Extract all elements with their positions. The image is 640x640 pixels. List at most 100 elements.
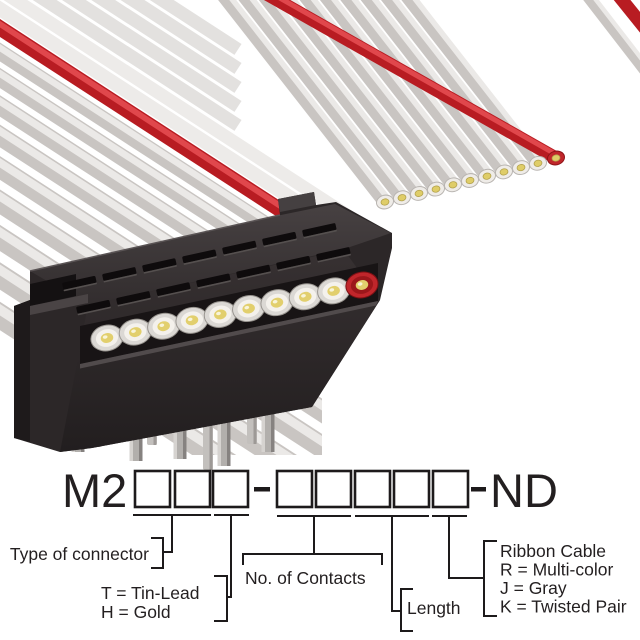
right-ribbon-wire	[319, 0, 476, 185]
wire-cut-end	[528, 155, 548, 171]
label-length: Length	[407, 598, 461, 618]
contact-core	[185, 315, 199, 326]
front-pin-shade	[227, 398, 231, 466]
contact-core-highlight	[159, 323, 165, 328]
separator-dash-2	[471, 487, 486, 492]
vent-slot-hole	[236, 264, 271, 279]
leader-length	[355, 515, 429, 612]
vent-slot	[76, 299, 111, 316]
contact-row	[90, 271, 379, 352]
cut-end-core	[516, 164, 526, 172]
right-ribbon-wire	[218, 0, 391, 207]
contact	[118, 318, 152, 346]
corner-red-stripe	[613, 0, 640, 33]
contact-core-highlight	[357, 282, 363, 286]
contact-core-highlight	[244, 305, 250, 310]
cut-end-core	[551, 154, 561, 162]
right-ribbon-wire	[360, 0, 510, 177]
cut-end-core	[414, 189, 424, 197]
part-number-prefix: M2	[62, 464, 127, 517]
contact	[203, 300, 237, 328]
label-cable-multicolor: R = Multi-color	[500, 560, 613, 580]
bracket-length	[400, 588, 413, 632]
left-ribbon-wire-faint	[0, 0, 242, 131]
contact-core	[299, 291, 312, 302]
cut-end-core	[499, 168, 509, 176]
contact-core-highlight	[272, 299, 278, 304]
label-plating-gold: H = Gold	[101, 602, 171, 622]
contact-core-highlight	[131, 329, 136, 333]
connector-left-face	[14, 300, 30, 442]
vent-slot-edge	[157, 289, 191, 298]
part-number-diagram: M2 ND Type of connector T = Tin-Lead H =…	[10, 464, 627, 632]
right-ribbon-wire	[381, 0, 527, 172]
label-cable-gray: J = Gray	[500, 578, 567, 598]
connector-key-tab	[278, 192, 316, 212]
leader-plating	[214, 514, 249, 598]
vent-slot-hole	[302, 223, 337, 237]
vent-slot-hole	[262, 231, 297, 246]
front-pin-highlight	[217, 398, 221, 466]
contact	[260, 289, 294, 317]
digit-box-1	[133, 469, 172, 509]
vent-slot	[316, 247, 351, 263]
vent-slot	[302, 223, 337, 239]
contact	[288, 283, 322, 311]
contact-core-highlight	[329, 288, 335, 292]
contact	[90, 324, 124, 352]
contact-core-highlight	[301, 294, 306, 298]
corner-wire	[583, 0, 640, 74]
vent-slot-hole	[316, 247, 351, 261]
left-ribbon-wire-faint	[0, 0, 242, 74]
vent-slot-edge	[63, 282, 97, 292]
left-ribbon-wire-faint	[0, 0, 242, 112]
vent-slot	[62, 275, 97, 292]
wire-cut-end	[477, 168, 497, 184]
right-ribbon-red-highlight	[278, 0, 558, 157]
vent-slot-edge	[317, 253, 351, 263]
label-type-of-connector: Type of connector	[10, 544, 149, 564]
leader-ribbon-cable	[432, 515, 484, 579]
right-ribbon-wire	[258, 0, 425, 198]
contact-core-highlight	[216, 311, 221, 316]
vent-slot-edge	[183, 256, 217, 265]
right-ribbon-red-stripe	[263, 0, 560, 164]
left-ribbon-wire-faint	[0, 0, 242, 93]
vent-slot-edge	[197, 280, 231, 289]
contact-core	[129, 327, 142, 338]
leader-type-of-connector	[133, 514, 211, 553]
wire-cut-end	[460, 173, 480, 188]
cut-end-core	[431, 185, 441, 193]
bracket-ribbon-cable	[483, 540, 497, 617]
vent-slot-hole	[222, 240, 257, 255]
separator-dash-1	[254, 487, 270, 492]
digit-box-4	[275, 469, 314, 509]
cut-end-core	[482, 172, 492, 180]
vent-slot-edge	[103, 273, 137, 283]
vent-slot	[156, 282, 191, 298]
right-ribbon-wire-highlight	[290, 0, 442, 188]
contact-core-highlight	[102, 335, 108, 339]
vent-slot	[182, 249, 217, 265]
vent-slot	[276, 255, 311, 272]
digit-box-2	[173, 469, 212, 509]
vent-slot-hole	[116, 291, 151, 305]
vent-slot-hole	[62, 275, 97, 290]
contact-core-highlight	[187, 317, 193, 322]
vent-slot-hole	[156, 282, 191, 296]
part-number-suffix: ND	[490, 464, 558, 517]
left-ribbon-wire-faint	[0, 0, 242, 55]
bracket-contacts	[242, 553, 383, 565]
vent-slot-edge	[117, 297, 151, 307]
wire-cut-end	[375, 194, 395, 210]
label-ribbon-cable: Ribbon Cable	[500, 541, 606, 561]
back-pin-shade	[253, 396, 257, 444]
cut-end-core	[380, 198, 390, 206]
contact-core	[242, 303, 255, 314]
right-ribbon-wire-highlight	[310, 0, 459, 183]
wire-cut-end	[546, 150, 566, 166]
right-ribbon-wire	[238, 0, 408, 203]
contact-core	[355, 280, 369, 290]
vent-slot	[142, 258, 177, 274]
